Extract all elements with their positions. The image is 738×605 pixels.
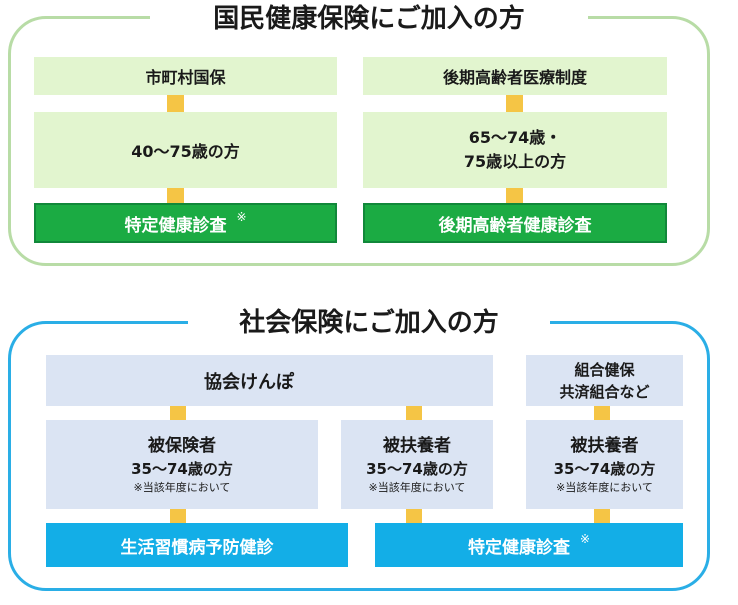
- insured-person-box: 被保険者 35〜74歳の方 ※当該年度において: [46, 420, 318, 509]
- connector: [594, 509, 610, 523]
- age-65-plus-box: 65〜74歳・ 75歳以上の方: [363, 112, 667, 188]
- kyokai-kenpo-box: 協会けんぽ: [46, 355, 493, 406]
- connector: [167, 188, 184, 203]
- footnote-mark: ※: [579, 532, 591, 546]
- age-75-plus-line: 75歳以上の方: [463, 152, 567, 171]
- connector: [506, 95, 523, 112]
- kumiai-kenpo-line: 組合健保: [574, 360, 635, 379]
- dependent-kyokai-box: 被扶養者 35〜74歳の方 ※当該年度において: [341, 420, 493, 509]
- age-40-75-box: 40〜75歳の方: [34, 112, 337, 188]
- specific-health-checkup-label: 特定健康診査: [124, 215, 227, 236]
- municipal-nhi-box: 市町村国保: [34, 57, 337, 95]
- connector: [506, 188, 523, 203]
- age-65-74-line: 65〜74歳・: [468, 128, 562, 147]
- connector: [406, 509, 422, 523]
- specific-health-checkup-box: 特定健康診査 ※: [375, 523, 683, 567]
- social-insurance-title: 社会保険にご加入の方: [188, 306, 550, 340]
- footnote-mark: ※: [236, 210, 247, 224]
- insured-age-range: 35〜74歳の方: [131, 459, 233, 478]
- connector: [406, 406, 422, 420]
- late-elderly-health-checkup-box: 後期高齢者健康診査: [363, 203, 667, 243]
- kyokai-kenpo-label: 協会けんぽ: [204, 371, 294, 393]
- insured-fiscal-year-note: ※当該年度において: [133, 480, 231, 494]
- specific-health-checkup-label: 特定健康診査: [467, 537, 570, 558]
- dependent-kumiai-box: 被扶養者 35〜74歳の方 ※当該年度において: [526, 420, 683, 509]
- connector: [170, 406, 186, 420]
- dependent-kyokai-label: 被扶養者: [383, 435, 451, 456]
- dependent-kumiai-age-range: 35〜74歳の方: [553, 459, 656, 478]
- dependent-kyokai-fiscal-year-note: ※当該年度において: [368, 480, 466, 494]
- insured-person-label: 被保険者: [148, 435, 216, 456]
- late-elderly-medical-system-box: 後期高齢者医療制度: [363, 57, 667, 95]
- dependent-kumiai-label: 被扶養者: [570, 435, 639, 456]
- kyosai-kumiai-line: 共済組合など: [559, 382, 650, 401]
- national-health-insurance-title: 国民健康保険にご加入の方: [150, 2, 588, 36]
- specific-health-checkup-box: 特定健康診査 ※: [34, 203, 337, 243]
- connector: [170, 509, 186, 523]
- connector: [594, 406, 610, 420]
- connector: [167, 95, 184, 112]
- kumiai-kenpo-box: 組合健保 共済組合など: [526, 355, 683, 406]
- dependent-kyokai-age-range: 35〜74歳の方: [366, 459, 468, 478]
- dependent-kumiai-fiscal-year-note: ※当該年度において: [556, 480, 653, 494]
- lifestyle-disease-checkup-box: 生活習慣病予防健診: [46, 523, 348, 567]
